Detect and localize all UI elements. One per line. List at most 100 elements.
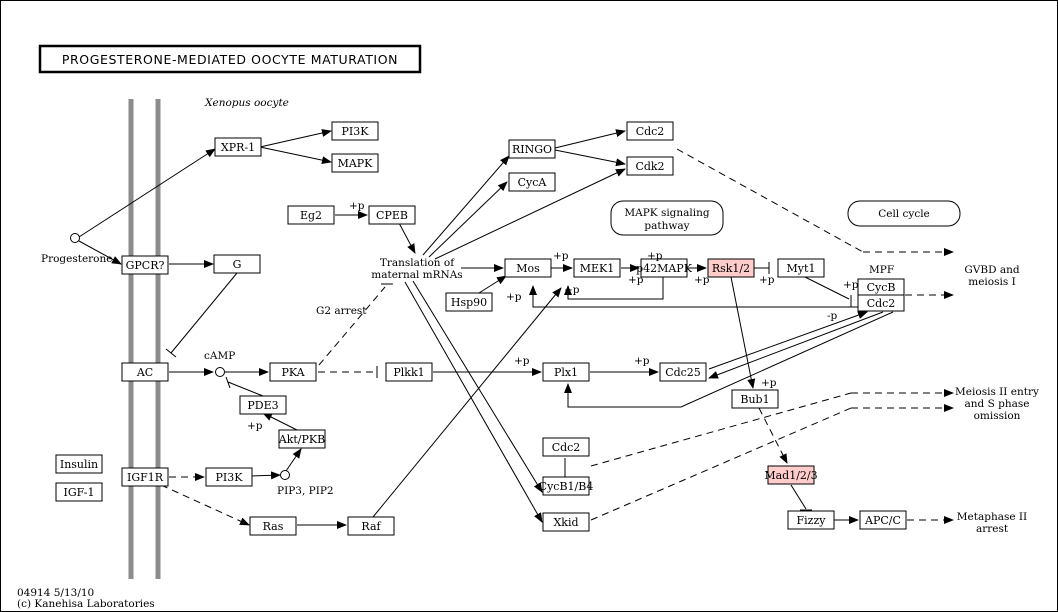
label-g2-arrest: G2 arrest (316, 305, 367, 317)
edges (78, 129, 954, 529)
svg-text:Cell cycle: Cell cycle (878, 208, 930, 220)
svg-text:PKA: PKA (281, 366, 305, 379)
gene-mad123[interactable]: Mad1/2/3 (764, 465, 818, 485)
svg-text:PROGESTERONE-MEDIATED OOCYTE M: PROGESTERONE-MEDIATED OOCYTE MATURATION (62, 52, 398, 67)
svg-text:Meiosis II entry: Meiosis II entry (955, 386, 1039, 398)
gene-cdc2-mid[interactable]: Cdc2 (542, 437, 590, 457)
gene-ras[interactable]: Ras (249, 516, 297, 536)
svg-text:G: G (233, 258, 242, 271)
map-title: PROGESTERONE-MEDIATED OOCYTE MATURATION (38, 44, 422, 74)
gene-akt-pkb[interactable]: Akt/PKB (278, 429, 326, 449)
gene-pi3k-top[interactable]: PI3K (331, 121, 379, 141)
gene-xpr1[interactable]: XPR-1 (214, 137, 262, 157)
svg-text:omission: omission (974, 410, 1021, 422)
svg-text:arrest: arrest (976, 523, 1009, 535)
gene-pde3[interactable]: PDE3 (239, 395, 287, 415)
gene-cdc25[interactable]: Cdc25 (659, 362, 707, 382)
svg-text:Cdc2: Cdc2 (636, 125, 665, 138)
gene-gpcr[interactable]: GPCR? (121, 255, 169, 275)
gene-mos[interactable]: Mos (504, 258, 552, 278)
gene-xkid[interactable]: Xkid (542, 512, 590, 532)
compound-insulin[interactable]: Insulin (55, 454, 103, 474)
svg-text:CycB: CycB (867, 281, 896, 294)
gene-pi3k-bottom[interactable]: PI3K (205, 467, 253, 487)
svg-text:RINGO: RINGO (512, 143, 552, 156)
svg-text:GPCR?: GPCR? (126, 259, 165, 272)
svg-text:Insulin: Insulin (60, 458, 98, 471)
svg-text:GVBD and: GVBD and (964, 264, 1019, 276)
gene-cycb1b4[interactable]: CycB1/B4 (539, 476, 594, 496)
svg-text:Ras: Ras (263, 520, 284, 533)
svg-text:maternal mRNAs: maternal mRNAs (371, 269, 462, 281)
gene-cpeb[interactable]: CPEB (368, 205, 416, 225)
gene-cyca[interactable]: CycA (508, 172, 556, 192)
phospho-labels: +p +p +p +p +p +p +p +p +p -p +p +p +p +… (247, 200, 859, 432)
gene-hsp90[interactable]: Hsp90 (445, 292, 493, 312)
label-meiosis2-entry: Meiosis II entry and S phase omission (955, 386, 1039, 422)
svg-text:Plx1: Plx1 (554, 366, 578, 379)
gene-p42mapk[interactable]: p42MAPK (636, 258, 693, 278)
gene-pka[interactable]: PKA (269, 362, 317, 382)
svg-text:Myt1: Myt1 (787, 262, 816, 275)
svg-text:+p: +p (694, 274, 710, 286)
link-mapk-signaling-pathway[interactable]: MAPK signaling pathway (610, 200, 724, 236)
compound-pip[interactable]: PIP3, PIP2 (277, 470, 334, 498)
svg-text:APC/C: APC/C (864, 514, 901, 527)
gene-cdc2-top[interactable]: Cdc2 (626, 121, 674, 141)
svg-text:+p: +p (506, 291, 522, 303)
gene-myt1[interactable]: Myt1 (777, 258, 825, 278)
svg-text:Plkk1: Plkk1 (393, 366, 424, 379)
svg-text:cAMP: cAMP (204, 350, 235, 362)
svg-text:Akt/PKB: Akt/PKB (278, 433, 325, 446)
label-mpf: MPF (869, 264, 894, 276)
svg-text:MAPK signaling: MAPK signaling (624, 207, 710, 219)
svg-text:pathway: pathway (644, 220, 689, 232)
label-metaphase2-arrest: Metaphase II arrest (957, 511, 1027, 535)
gene-cdc2-mpf[interactable]: Cdc2 (857, 294, 905, 312)
svg-text:Cdc2: Cdc2 (867, 297, 896, 310)
svg-text:PIP3, PIP2: PIP3, PIP2 (277, 485, 334, 497)
compound-igf1[interactable]: IGF-1 (55, 482, 103, 502)
svg-text:+p: +p (247, 420, 263, 432)
gene-ac[interactable]: AC (121, 362, 169, 382)
gene-rsk12[interactable]: Rsk1/2 (707, 258, 755, 278)
svg-text:meiosis I: meiosis I (968, 276, 1015, 288)
gene-mek1[interactable]: MEK1 (573, 258, 621, 278)
svg-text:CPEB: CPEB (376, 209, 408, 222)
gene-fizzy[interactable]: Fizzy (787, 510, 835, 530)
svg-text:Rsk1/2: Rsk1/2 (712, 262, 750, 275)
gene-cdk2[interactable]: Cdk2 (626, 156, 674, 176)
svg-text:CycA: CycA (518, 176, 548, 189)
gene-raf[interactable]: Raf (347, 516, 395, 536)
species-label: Xenopus oocyte (204, 97, 289, 109)
svg-text:+p: +p (761, 377, 777, 389)
gene-eg2[interactable]: Eg2 (287, 205, 335, 225)
gene-plkk1[interactable]: Plkk1 (385, 362, 433, 382)
link-cell-cycle[interactable]: Cell cycle (847, 200, 961, 227)
gene-bub1[interactable]: Bub1 (731, 389, 779, 409)
compound-camp[interactable]: cAMP (204, 350, 235, 377)
svg-text:Metaphase II: Metaphase II (957, 511, 1027, 523)
compound-progesterone[interactable]: Progesterone (41, 233, 112, 266)
svg-text:AC: AC (136, 366, 153, 379)
svg-text:(c) Kanehisa Laboratories: (c) Kanehisa Laboratories (17, 598, 155, 610)
svg-text:Progesterone: Progesterone (41, 253, 112, 265)
svg-text:IGF-1: IGF-1 (64, 486, 95, 499)
svg-text:+p: +p (553, 250, 569, 262)
svg-text:Mos: Mos (516, 262, 540, 275)
gene-igf1r[interactable]: IGF1R (121, 467, 169, 487)
svg-text:XPR-1: XPR-1 (221, 141, 255, 154)
svg-text:Xkid: Xkid (553, 516, 578, 529)
svg-text:Mad1/2/3: Mad1/2/3 (764, 469, 817, 482)
svg-text:Fizzy: Fizzy (797, 514, 827, 527)
gene-g[interactable]: G (213, 254, 261, 274)
gene-mapk-top[interactable]: MAPK (331, 153, 379, 173)
gene-apcc[interactable]: APC/C (859, 510, 907, 530)
gene-plx1[interactable]: Plx1 (542, 362, 590, 382)
svg-text:Raf: Raf (361, 520, 381, 533)
svg-text:PI3K: PI3K (342, 125, 370, 138)
gene-cycb[interactable]: CycB (857, 278, 905, 296)
svg-text:IGF1R: IGF1R (127, 471, 164, 484)
gene-ringo[interactable]: RINGO (508, 139, 556, 159)
